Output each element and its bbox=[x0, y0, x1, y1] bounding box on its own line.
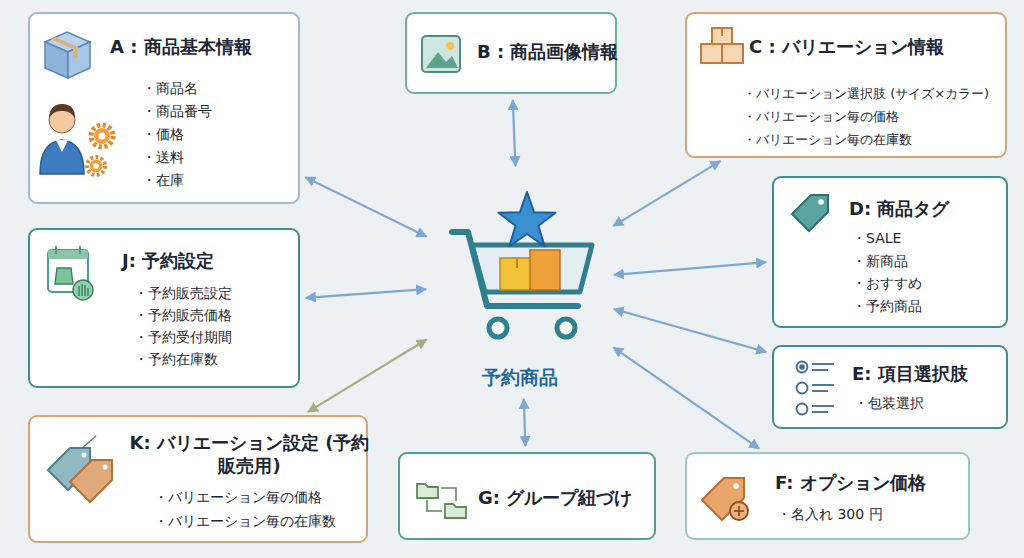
connector-arrow bbox=[613, 161, 720, 226]
connector-arrow bbox=[513, 100, 516, 166]
list-item: ・SALE bbox=[852, 230, 901, 247]
box-heading: D: 商品タグ bbox=[849, 198, 949, 220]
list-item: ・おすすめ bbox=[852, 275, 922, 292]
list-item: ・バリエーション毎の価格 bbox=[154, 489, 322, 506]
info-box: K: バリエーション設定 (予約販売用)・バリエーション毎の価格・バリエーション… bbox=[28, 415, 368, 543]
info-box: E: 項目選択肢・包装選択 bbox=[772, 345, 1008, 429]
cart-icon bbox=[452, 232, 578, 306]
info-box: G: グループ紐づけ bbox=[398, 452, 656, 540]
cart-icon bbox=[516, 258, 518, 268]
list-item: ・在庫 bbox=[142, 172, 184, 189]
info-box: B : 商品画像情報 bbox=[405, 12, 617, 94]
cart-icon bbox=[530, 250, 560, 290]
connector-arrow bbox=[524, 399, 526, 446]
box-heading: J: 予約設定 bbox=[122, 250, 214, 272]
list-item: ・予約受付期間 bbox=[134, 329, 232, 346]
list-item: ・名入れ 300 円 bbox=[777, 506, 883, 523]
box-heading: K: バリエーション設定 (予約販売用) bbox=[122, 431, 377, 477]
connector-arrow bbox=[305, 177, 426, 236]
connector-arrow bbox=[308, 340, 427, 412]
info-box: F: オプション価格・名入れ 300 円 bbox=[685, 452, 970, 540]
list-item: ・バリエーション毎の在庫数 bbox=[154, 513, 336, 530]
center-label: 予約商品 bbox=[430, 365, 610, 391]
list-item: ・価格 bbox=[142, 126, 184, 143]
info-box: A : 商品基本情報・商品名・商品番号・価格・送料・在庫 bbox=[28, 12, 300, 204]
cart-icon bbox=[557, 319, 575, 337]
connector-arrow bbox=[306, 289, 426, 298]
list-item: ・包装選択 bbox=[854, 395, 924, 412]
box-heading: F: オプション価格 bbox=[775, 472, 926, 494]
cart-icon bbox=[452, 192, 592, 337]
list-item: ・商品番号 bbox=[142, 103, 212, 120]
list-item: ・バリエーション毎の価格 bbox=[743, 109, 899, 125]
list-item: ・バリエーション毎の在庫数 bbox=[743, 132, 912, 148]
list-item: ・予約販売設定 bbox=[134, 285, 232, 302]
list-item: ・予約販売価格 bbox=[134, 307, 232, 324]
connector-arrow bbox=[614, 309, 766, 352]
box-heading: G: グループ紐づけ bbox=[478, 487, 632, 509]
cart-icon bbox=[500, 258, 534, 290]
info-box: C : バリエーション情報・バリエーション選択肢 (サイズ×カラー) ・バリエーシ… bbox=[685, 12, 1007, 158]
list-item: ・バリエーション選択肢 (サイズ×カラー) bbox=[743, 86, 989, 102]
list-item: ・予約商品 bbox=[852, 298, 922, 315]
list-item: ・商品名 bbox=[142, 80, 198, 97]
cart-icon bbox=[472, 245, 592, 292]
cart-icon bbox=[499, 192, 556, 246]
cart-icon bbox=[489, 319, 507, 337]
info-box: J: 予約設定・予約販売設定・予約販売価格・予約受付期間・予約在庫数 bbox=[28, 228, 300, 388]
connector-arrow bbox=[614, 262, 766, 275]
box-heading: A : 商品基本情報 bbox=[110, 36, 252, 58]
center-node: 予約商品 bbox=[430, 170, 610, 395]
list-item: ・新商品 bbox=[852, 253, 908, 270]
box-heading: C : バリエーション情報 bbox=[749, 36, 944, 58]
list-item: ・予約在庫数 bbox=[134, 351, 218, 368]
box-heading: E: 項目選択肢 bbox=[852, 363, 968, 385]
list-item: ・送料 bbox=[142, 149, 184, 166]
connector-arrow bbox=[613, 347, 759, 448]
info-box: D: 商品タグ・SALE ・新商品・おすすめ・予約商品 bbox=[772, 176, 1008, 328]
box-heading: B : 商品画像情報 bbox=[477, 41, 618, 63]
